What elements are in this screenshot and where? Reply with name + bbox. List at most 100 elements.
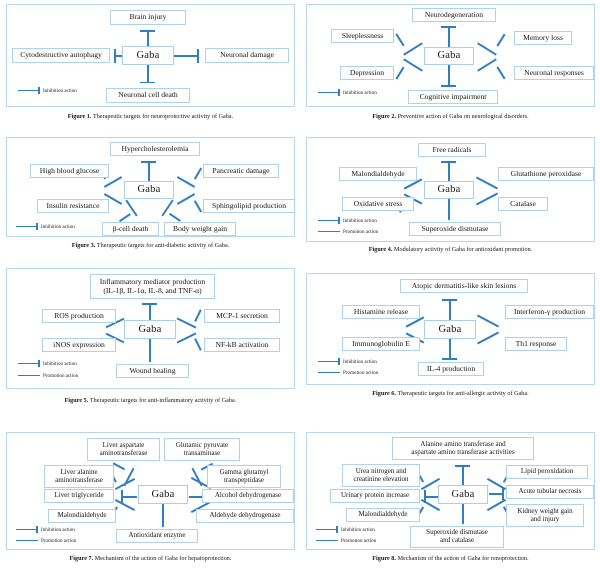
figure-6-legend-inhibition: Inhibition action [318,358,377,365]
connector-right-line [489,493,503,495]
figure-6-node-lower-left[interactable]: Immunoglobulin E [342,337,420,351]
figure-6-node-bottom[interactable]: IL-4 production [418,362,484,376]
figure-2-node-lower-right[interactable]: Neuronal responses [514,66,594,80]
inhibition-icon [18,360,40,367]
figure-7-legend-promotion: Promotion action [16,537,76,544]
figure-4-node-upper-left[interactable]: Malondialdehyde [339,167,417,181]
figure-1-node-top[interactable]: Brain injury [110,10,186,25]
figure-4-legend-inhibition: Inhibition action [318,217,377,224]
connector-bottom-bar [442,358,457,360]
figure-3-node-lower-right[interactable]: Sphingolipid production [203,199,295,213]
figure-3-hub[interactable]: Gaba [124,181,174,199]
figure-5-node-lower-left[interactable]: iNOS expression [42,338,116,352]
figure-2-node-lower-left[interactable]: Depression [340,66,394,80]
figure-3-node-upper-right[interactable]: Pancreatic damage [203,164,279,178]
connector-bottom-line [147,65,149,83]
figure-4-node-top[interactable]: Free radicals [418,143,486,157]
inhibition-icon [318,358,340,365]
connector-right-bar [502,487,504,500]
figure-3-node-lower-left[interactable]: Insulin resistance [37,199,109,213]
connector-top-bar [142,303,157,305]
figure-7-node-right[interactable]: Alcohol dehydrogenase [202,489,294,503]
figure-5-legend-promotion: Promotion action [18,372,78,379]
figure-8-node-upper-left[interactable]: Urea nitrogen and creatinine elevation [342,464,420,487]
connector-bottom-line [448,65,450,86]
figure-4-hub[interactable]: Gaba [424,181,474,199]
inhibition-icon [318,217,340,224]
connector-top-bar [141,161,156,163]
figure-8-node-left[interactable]: Urinary protein increase [330,489,420,503]
figure-7-node-top-left[interactable]: Liver aspartate aminotransferase [87,438,160,461]
figure-5-node-upper-left[interactable]: ROS production [42,309,116,323]
promotion-icon [318,228,340,235]
figure-4-node-lower-right[interactable]: Catalase [498,197,548,211]
connector-left-line [121,496,137,498]
figure-7-hub[interactable]: Gaba [138,485,188,504]
figure-6-node-upper-left[interactable]: Histamine release [342,305,420,319]
figure-7-node-lower-left[interactable]: Malondialdehyde [48,509,116,523]
figure-3-node-upper-left[interactable]: High blood glucose [30,164,109,178]
connector-right-bar [197,49,199,63]
connector-bottom-line-promotion [448,199,450,220]
figure-1-node-right[interactable]: Neuronal damage [205,48,289,63]
figure-1-node-left[interactable]: Cytodestructive autophagy [12,48,110,63]
figure-1-caption: Figure 1. Therapeutic targets for neurop… [67,114,234,120]
figure-7-caption: Figure 7. Mechanism of the action of Gab… [69,556,232,562]
connector-top-line [449,299,451,320]
figure-6-node-lower-right[interactable]: Th1 response [505,337,567,351]
figure-2-hub[interactable]: Gaba [424,47,474,65]
figure-8-node-upper-right[interactable]: Lipid peroxidation [506,465,588,479]
promotion-icon [16,537,38,544]
figure-5-node-upper-right[interactable]: MCP-1 secretion [204,309,280,323]
figure-8-node-top[interactable]: Alanine amino transferase and aspartate … [392,437,534,460]
figure-5-caption: Figure 5. Therapeutic targets for anti-i… [64,398,237,404]
connector-bottom-line-promotion [462,504,464,524]
figure-5-node-lower-right[interactable]: NF-kB activation [204,338,280,352]
figure-4-node-upper-right[interactable]: Glutathione peroxidase [498,167,594,181]
figure-6-hub[interactable]: Gaba [424,320,476,339]
figure-1-hub[interactable]: Gaba [122,46,174,65]
figure-4-legend-promotion: Promotion action [318,228,378,235]
figure-2-node-top[interactable]: Neurodegeneration [412,8,496,22]
inhibition-icon [316,526,338,533]
figure-7-node-upper-right[interactable]: Gamma glutamyl transpeptidase [207,465,281,488]
figure-8-node-right[interactable]: Acute tubular necrosis [506,485,594,499]
connector-bottom-line-promotion [162,504,164,527]
figure-8-node-bottom[interactable]: Superoxide dismutase and catalase [410,526,504,548]
figure-2-caption: Figure 2. Preventive action of Gaba on n… [372,114,529,120]
figure-7-node-top-right[interactable]: Glutamic pyruvate transaminase [164,438,240,461]
figure-6-node-top[interactable]: Atopic dermatitis-like skin lesions [400,279,528,293]
connector-right-line [174,55,198,57]
connector-left-bar [424,490,426,503]
figure-8-hub[interactable]: Gaba [438,485,488,504]
figure-2-node-upper-right[interactable]: Memory loss [514,31,572,45]
connector-top-line [448,161,450,181]
figure-7-node-upper-left[interactable]: Liver alanine aminotransferase [44,465,114,488]
figure-5-node-bottom[interactable]: Wound healing [116,364,189,378]
connector-top-bar [455,465,470,467]
figure-3-node-bottom-right[interactable]: Body weight gain [164,222,236,236]
figure-7-node-lower-right[interactable]: Aldehyde dehydrogenase [196,509,294,523]
figure-4-node-bottom[interactable]: Superoxide dismutase [409,222,501,236]
figure-6-legend-promotion: Promotion action [318,369,378,376]
connector-bottom-bar [140,81,155,84]
figure-6-node-upper-right[interactable]: Interferon-γ production [505,305,594,319]
inhibition-icon [318,89,340,96]
figure-8-node-lower-right[interactable]: Kidney weight gain and injury [506,504,584,527]
figure-2-node-upper-left[interactable]: Sleeplessness [331,29,394,43]
figure-4-node-lower-left[interactable]: Oxidative stress [342,197,414,211]
figure-5-node-top[interactable]: Inflammatory mediator production (IL-1β,… [90,274,215,299]
connector-left-line [424,496,438,498]
connector-top-line [148,161,150,181]
figure-5-hub[interactable]: Gaba [124,320,176,339]
connector-top-bar [442,299,457,301]
figure-8-legend-inhibition: Inhibition action [316,526,375,533]
figure-7-node-bottom[interactable]: Antioxidant enzyme [116,529,198,543]
figure-3-node-top[interactable]: Hypercholesterolemia [110,142,200,156]
figure-3-node-bottom-left[interactable]: β-cell death [102,222,159,236]
figure-1-legend-inhibition: Inhibition action [18,87,77,94]
figure-7-node-left[interactable]: Liver triglyceride [44,489,114,503]
figure-1-node-bottom[interactable]: Neuronal cell death [106,88,190,103]
figure-8-node-lower-left[interactable]: Malondialdehyde [346,508,420,522]
figure-2-node-bottom[interactable]: Cognitive impairment [408,90,498,104]
